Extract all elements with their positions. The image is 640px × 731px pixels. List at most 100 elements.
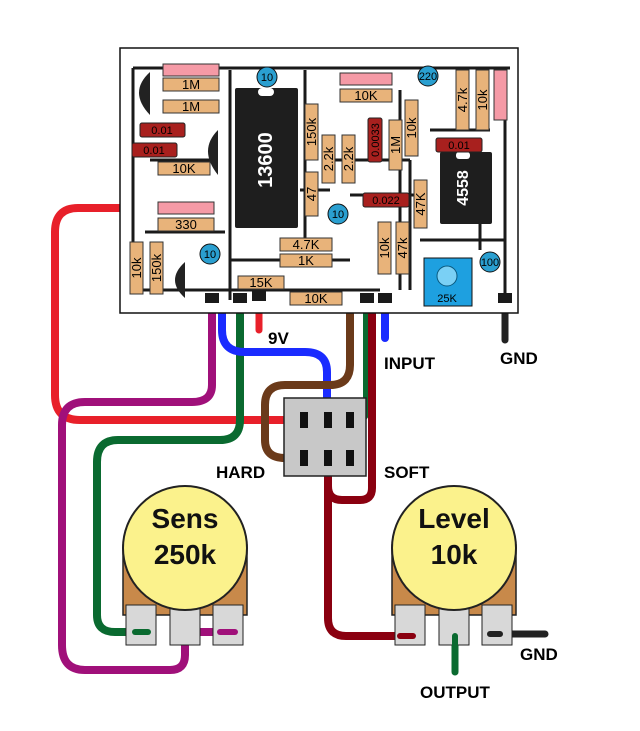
trimmer-25k: 25K bbox=[423, 257, 473, 307]
transistors bbox=[139, 72, 218, 298]
resistor-pink-right bbox=[339, 72, 393, 86]
ecap-10-mid: 10 bbox=[327, 203, 349, 225]
resistor-1m-b: 1M bbox=[162, 99, 220, 114]
resistor-pink-top bbox=[162, 63, 220, 77]
svg-text:10: 10 bbox=[204, 249, 216, 261]
svg-text:1M: 1M bbox=[388, 136, 403, 154]
cap-0.0033: 0.0033 bbox=[367, 117, 383, 163]
hard-soft-switch[interactable] bbox=[283, 397, 367, 477]
svg-text:15K: 15K bbox=[249, 275, 272, 290]
board-pads bbox=[205, 291, 512, 303]
pcb-board: 13600 4558 1M 1M 10K 10K 10K 4.7k 10k 15… bbox=[119, 47, 519, 314]
label-gnd-board: GND bbox=[500, 349, 538, 368]
film-caps: 0.01 0.01 0.0033 0.022 0.01 bbox=[131, 117, 483, 208]
pot-sens-value: 250k bbox=[154, 539, 217, 570]
wire-darkred-b bbox=[324, 454, 414, 640]
svg-text:47k: 47k bbox=[395, 237, 410, 258]
svg-text:10k: 10k bbox=[377, 237, 392, 258]
ecap-220: 220 bbox=[417, 65, 439, 87]
cap-0.022: 0.022 bbox=[362, 192, 410, 208]
resistor-10k-top: 10k bbox=[475, 69, 490, 131]
ic-13600-label: 13600 bbox=[255, 132, 277, 188]
svg-text:100: 100 bbox=[481, 257, 499, 269]
wire-purple bbox=[58, 296, 234, 674]
svg-text:0.01: 0.01 bbox=[448, 140, 469, 152]
label-output: OUTPUT bbox=[420, 683, 491, 702]
svg-text:0.022: 0.022 bbox=[372, 195, 400, 207]
resistor-1k: 1K bbox=[279, 253, 333, 268]
ecap-10-top: 10 bbox=[256, 66, 278, 88]
lug-wire-ends bbox=[132, 629, 503, 653]
resistor-2.2k-b: 2.2k bbox=[341, 134, 356, 184]
resistor-1m-v: 1M bbox=[388, 119, 403, 171]
ic-4558: 4558 bbox=[440, 152, 492, 224]
svg-text:4.7k: 4.7k bbox=[455, 87, 470, 112]
wire-brown bbox=[261, 254, 354, 462]
svg-text:4.7K: 4.7K bbox=[293, 237, 320, 252]
resistor-47k-v: 47K bbox=[413, 179, 428, 229]
transistor-3 bbox=[175, 262, 185, 298]
svg-text:10K: 10K bbox=[172, 161, 195, 176]
svg-text:150k: 150k bbox=[149, 253, 164, 282]
resistor-10k-b: 10K bbox=[157, 161, 211, 176]
svg-text:0.0033: 0.0033 bbox=[370, 123, 382, 157]
svg-text:10: 10 bbox=[332, 209, 344, 221]
resistor-150k-left: 150k bbox=[149, 241, 164, 295]
resistor-47: 47 bbox=[304, 171, 319, 217]
resistor-10k-v: 10k bbox=[404, 99, 419, 157]
svg-text:47K: 47K bbox=[413, 192, 428, 215]
pot-sens[interactable]: Sens 250k bbox=[122, 485, 248, 646]
wire-green-sens bbox=[93, 296, 244, 636]
pot-level[interactable]: Level 10k bbox=[391, 485, 517, 646]
cap-0.01-a: 0.01 bbox=[139, 122, 186, 138]
labels: 9V INPUT GND HARD SOFT GND OUTPUT bbox=[216, 329, 558, 702]
ic-13600: 13600 bbox=[235, 88, 298, 228]
resistor-4.7k-low: 4.7K bbox=[279, 237, 333, 252]
wire-red bbox=[51, 204, 304, 424]
label-gnd-pot: GND bbox=[520, 645, 558, 664]
resistor-10k-low: 10k bbox=[377, 221, 392, 275]
resistor-47k-low: 47k bbox=[395, 221, 410, 275]
svg-text:10k: 10k bbox=[404, 117, 419, 138]
svg-text:0.01: 0.01 bbox=[151, 125, 172, 137]
svg-text:2.2k: 2.2k bbox=[341, 146, 356, 171]
resistor-pink-330 bbox=[157, 201, 215, 215]
label-9v: 9V bbox=[268, 329, 289, 348]
label-soft: SOFT bbox=[384, 463, 430, 482]
svg-text:10k: 10k bbox=[475, 89, 490, 110]
resistor-150k-mid: 150k bbox=[304, 103, 319, 161]
resistor-4.7k-top: 4.7k bbox=[455, 69, 470, 131]
resistor-15k: 15K bbox=[237, 275, 285, 290]
label-input: INPUT bbox=[384, 354, 436, 373]
cap-0.01-c: 0.01 bbox=[435, 137, 483, 153]
svg-text:25K: 25K bbox=[437, 293, 457, 305]
svg-text:1M: 1M bbox=[182, 99, 200, 114]
svg-text:10k: 10k bbox=[129, 257, 144, 278]
resistor-10k-c: 10K bbox=[289, 291, 343, 306]
ic-4558-label: 4558 bbox=[455, 170, 472, 206]
svg-text:220: 220 bbox=[419, 71, 437, 83]
svg-text:10: 10 bbox=[261, 72, 273, 84]
resistor-10k-a: 10K bbox=[339, 88, 393, 103]
svg-text:2.2k: 2.2k bbox=[321, 146, 336, 171]
svg-text:10K: 10K bbox=[304, 291, 327, 306]
label-hard: HARD bbox=[216, 463, 265, 482]
ecap-100: 100 bbox=[479, 251, 501, 273]
resistor-330: 330 bbox=[157, 217, 215, 232]
electrolytic-caps: 10 220 10 10 100 bbox=[199, 65, 501, 273]
svg-text:10K: 10K bbox=[354, 88, 377, 103]
svg-text:150k: 150k bbox=[304, 117, 319, 146]
resistor-pink-far-right bbox=[493, 69, 508, 121]
svg-text:47: 47 bbox=[304, 187, 319, 201]
transistor-1 bbox=[139, 72, 150, 115]
pot-sens-name: Sens bbox=[152, 503, 219, 534]
ecap-10-left: 10 bbox=[199, 243, 221, 265]
transistor-2 bbox=[208, 130, 218, 175]
resistors: 1M 1M 10K 10K 10K 4.7k 10k 150k 2.2k 2.2… bbox=[129, 63, 508, 306]
svg-text:1M: 1M bbox=[182, 77, 200, 92]
svg-text:0.01: 0.01 bbox=[143, 145, 164, 157]
pot-level-value: 10k bbox=[431, 539, 478, 570]
svg-text:1K: 1K bbox=[298, 253, 314, 268]
resistor-2.2k-a: 2.2k bbox=[321, 134, 336, 184]
resistor-1m-a: 1M bbox=[162, 77, 220, 92]
